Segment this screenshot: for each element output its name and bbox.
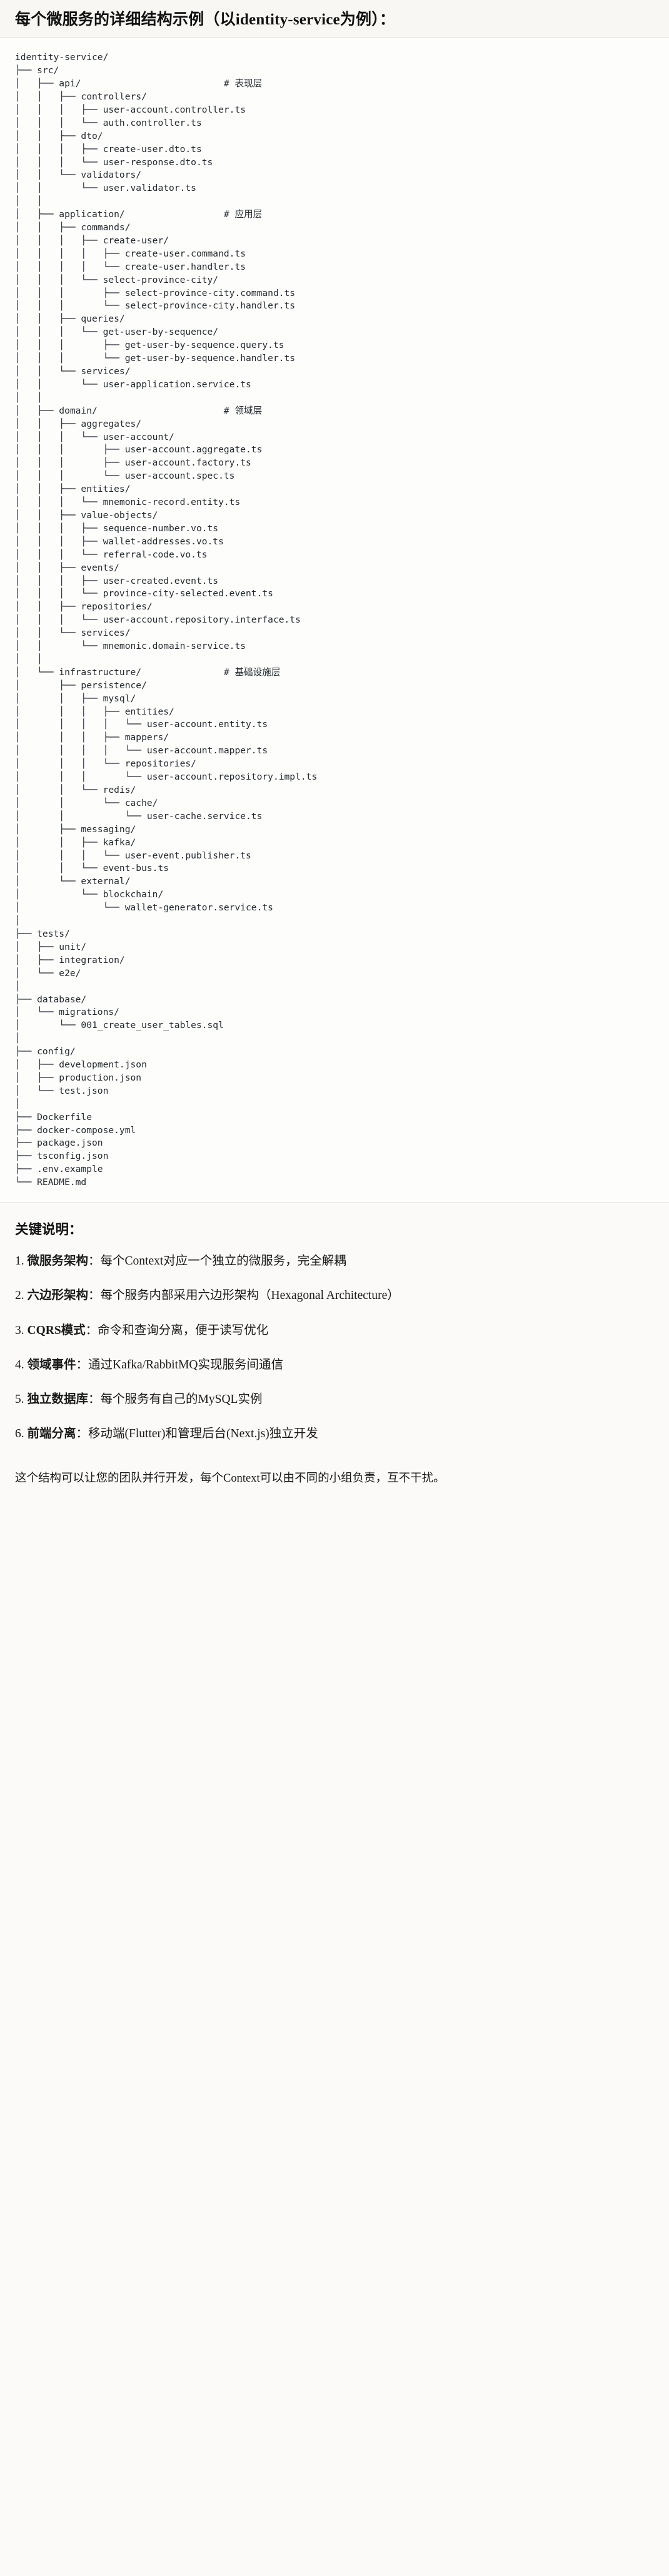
key-point-item: CQRS模式：命令和查询分离，便于读写优化	[15, 1321, 654, 1340]
key-point-term: 领域事件	[27, 1358, 76, 1372]
key-point-item: 六边形架构：每个服务内部采用六边形架构（Hexagonal Architectu…	[15, 1286, 654, 1305]
key-point-term: 前端分离	[27, 1427, 76, 1441]
key-point-description: ：命令和查询分离，便于读写优化	[85, 1323, 269, 1337]
key-point-description: ：每个服务有自己的MySQL实例	[88, 1393, 263, 1407]
key-point-description: ：每个Context对应一个独立的微服务，完全解耦	[88, 1255, 346, 1268]
key-point-term: 独立数据库	[27, 1393, 89, 1407]
directory-tree-text: identity-service/ ├── src/ │ ├── api/ # …	[15, 52, 318, 1188]
key-point-term: 微服务架构	[27, 1255, 89, 1268]
key-points-section: 关键说明： 微服务架构：每个Context对应一个独立的微服务，完全解耦六边形架…	[0, 1203, 669, 1466]
key-point-description: ：移动端(Flutter)和管理后台(Next.js)独立开发	[76, 1427, 318, 1441]
key-point-term: CQRS模式	[27, 1323, 86, 1337]
key-point-item: 前端分离：移动端(Flutter)和管理后台(Next.js)独立开发	[15, 1425, 654, 1443]
key-point-term: 六边形架构	[27, 1289, 89, 1303]
document-header: 每个微服务的详细结构示例（以identity-service为例）：	[0, 0, 669, 38]
key-point-item: 微服务架构：每个Context对应一个独立的微服务，完全解耦	[15, 1252, 654, 1270]
page-title: 每个微服务的详细结构示例（以identity-service为例）：	[15, 11, 396, 28]
directory-tree-block: identity-service/ ├── src/ │ ├── api/ # …	[0, 38, 669, 1203]
key-points-footer: 这个结构可以让您的团队并行开发，每个Context可以由不同的小组负责，互不干扰…	[0, 1465, 669, 1505]
key-point-description: ：每个服务内部采用六边形架构（Hexagonal Architecture）	[88, 1289, 400, 1303]
key-points-title: 关键说明：	[15, 1222, 83, 1238]
key-points-list: 微服务架构：每个Context对应一个独立的微服务，完全解耦六边形架构：每个服务…	[15, 1252, 654, 1443]
key-point-item: 领域事件：通过Kafka/RabbitMQ实现服务间通信	[15, 1356, 654, 1374]
key-point-item: 独立数据库：每个服务有自己的MySQL实例	[15, 1390, 654, 1408]
key-point-description: ：通过Kafka/RabbitMQ实现服务间通信	[76, 1358, 283, 1372]
